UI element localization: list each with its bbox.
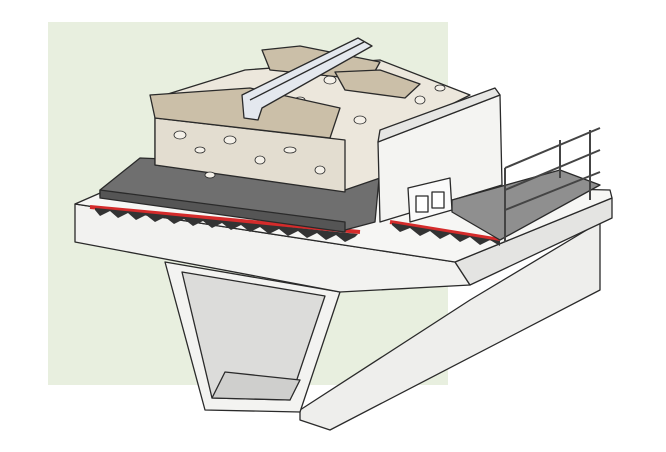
box-girder-void-floor (211, 371, 301, 401)
handrail (504, 127, 601, 242)
cable-trough-cell (415, 195, 429, 213)
rail-head-edge (249, 41, 365, 101)
cable-trough-cell (431, 191, 445, 209)
rail (241, 37, 373, 121)
waterproofing-membrane-right (389, 220, 501, 242)
sleeper-mid (334, 69, 421, 99)
box-girder-side-face (299, 221, 601, 431)
protective-layer-front (99, 189, 346, 233)
upstand-wall-top (377, 87, 501, 143)
drainage-mat (95, 208, 500, 246)
